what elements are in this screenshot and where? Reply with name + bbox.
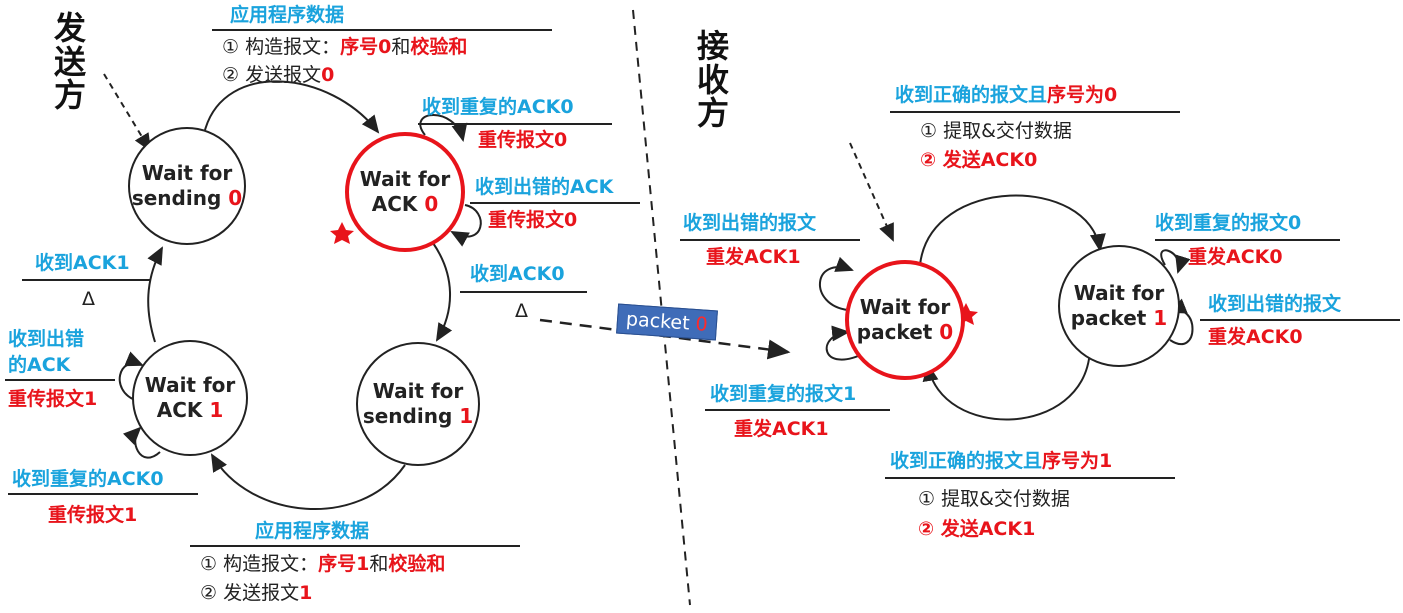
state-wait-ack-0: Wait for ACK 0 xyxy=(345,132,465,252)
loop-ack1-bottom xyxy=(123,426,161,459)
err-ack1-action: 重传报文1 xyxy=(8,388,98,410)
sender-top-action-1: ① 构造报文：序号0和校验和 xyxy=(222,36,468,58)
arrow-pkt1-to-pkt0 xyxy=(922,349,1091,421)
state-wait-sending-0: Wait for sending 0 xyxy=(128,127,246,245)
loop-pkt1-upper xyxy=(1160,249,1191,274)
arrow-ack0-to-send1 xyxy=(432,242,453,342)
sender-bottom-event: 应用程序数据 xyxy=(255,520,370,542)
sender-top-action-2: ② 发送报文0 xyxy=(222,64,335,86)
sender-top-event: 应用程序数据 xyxy=(230,4,345,26)
err-pkt-action: 重发ACK1 xyxy=(706,246,801,268)
arrow-init-receiver xyxy=(849,142,894,242)
receiver-bottom-action-2: ② 发送ACK1 xyxy=(918,518,1036,540)
state-wait-packet-1: Wait for packet 1 xyxy=(1058,245,1180,367)
err-ack-event: 收到出错的ACK xyxy=(475,176,614,198)
receiver-top-action-2: ② 发送ACK0 xyxy=(920,149,1038,171)
dup-pkt1-event: 收到重复的报文1 xyxy=(710,383,857,405)
receiver-bottom-event: 收到正确的报文且序号为1 xyxy=(890,450,1113,472)
dup-ack0-event: 收到重复的ACK0 xyxy=(422,96,574,118)
dup-ack0-b-event: 收到重复的ACK0 xyxy=(12,468,164,490)
current-state-star-sender xyxy=(330,222,354,244)
loop-ack0-right xyxy=(450,204,482,247)
state-wait-packet-0: Wait for packet 0 xyxy=(845,260,965,380)
receiver-top-action-1: ① 提取&交付数据 xyxy=(920,120,1072,142)
dup-pkt0-event: 收到重复的报文0 xyxy=(1155,212,1302,234)
dup-ack0-b-action: 重传报文1 xyxy=(48,504,138,526)
receiver-top-event: 收到正确的报文且序号为0 xyxy=(895,84,1118,106)
recv-ack1-event: 收到ACK1 xyxy=(35,252,130,274)
receiver-side-label: 接收方 xyxy=(696,27,729,133)
arrow-pkt0-to-pkt1 xyxy=(919,194,1106,266)
loop-pkt0-upper xyxy=(819,256,854,311)
dup-pkt0-action: 重发ACK0 xyxy=(1188,246,1283,268)
loop-ack0-top xyxy=(419,114,468,142)
err-pkt-r-action: 重发ACK0 xyxy=(1208,326,1303,348)
recv-ack0-event: 收到ACK0 xyxy=(470,263,565,285)
arrow-ack1-to-send0 xyxy=(147,246,163,343)
err-pkt-event: 收到出错的报文 xyxy=(683,212,817,234)
sender-bottom-action-1: ① 构造报文：序号1和校验和 xyxy=(200,553,446,575)
loop-ack1-left xyxy=(118,351,144,401)
arrow-init-sender xyxy=(103,73,152,152)
err-ack1-event: 收到出错的ACK xyxy=(8,328,85,376)
sender-side-label: 发送方 xyxy=(53,9,86,115)
arrow-send1-to-ack1 xyxy=(210,453,406,511)
err-pkt-r-event: 收到出错的报文 xyxy=(1208,293,1342,315)
sender-bottom-action-2: ② 发送报文1 xyxy=(200,582,313,604)
state-wait-sending-1: Wait for sending 1 xyxy=(356,342,480,466)
receiver-bottom-action-1: ① 提取&交付数据 xyxy=(918,488,1070,510)
recv-ack0-action: Δ xyxy=(515,300,528,322)
state-wait-ack-1: Wait for ACK 1 xyxy=(132,340,248,456)
divider-line xyxy=(632,9,691,606)
recv-ack1-action: Δ xyxy=(82,288,95,310)
err-ack-action: 重传报文0 xyxy=(488,209,578,231)
loop-pkt0-lower xyxy=(825,325,866,361)
arrow-send0-to-ack0 xyxy=(204,80,380,134)
dup-ack0-action: 重传报文0 xyxy=(478,129,568,151)
dup-pkt1-action: 重发ACK1 xyxy=(734,418,829,440)
